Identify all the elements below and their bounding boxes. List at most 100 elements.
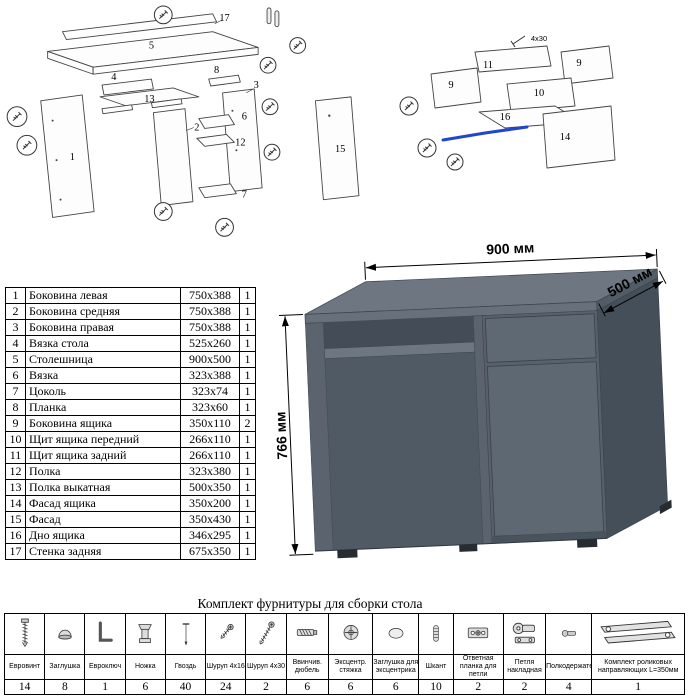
evroklyuch-icon xyxy=(84,613,126,655)
excentrik-icon xyxy=(327,613,374,655)
nozhka-icon xyxy=(124,613,166,655)
parts-cell-size: 323x60 xyxy=(180,399,240,416)
leader-lines xyxy=(185,19,254,131)
parts-cell-name: Планка xyxy=(25,399,181,416)
eurovint-icon xyxy=(3,613,46,655)
hardware-qty: 4 xyxy=(545,679,593,696)
parts-cell-num: 10 xyxy=(5,431,26,448)
parts-cell-size: 900x500 xyxy=(180,351,240,368)
top-rail-part xyxy=(208,74,241,87)
hardware-qty: 40 xyxy=(164,679,207,696)
parts-cell-name: Фасад xyxy=(25,511,181,528)
cabinet-door xyxy=(486,361,605,537)
parts-cell-qty: 1 xyxy=(239,495,256,512)
facade-door-part xyxy=(315,96,360,201)
part-number-label: 1 xyxy=(70,152,75,163)
parts-cell-qty: 1 xyxy=(239,431,256,448)
hardware-name: Шуруп 4x30 xyxy=(245,653,287,681)
height-dimension: 766 мм xyxy=(272,313,314,556)
drawer-back-part xyxy=(474,45,552,73)
height-dimension-label: 766 мм xyxy=(272,411,290,460)
parts-cell-qty: 1 xyxy=(239,319,256,336)
petlya-icon xyxy=(502,613,547,655)
part-number-label: 15 xyxy=(335,144,345,155)
parts-cell-num: 6 xyxy=(5,367,26,384)
parts-cell-qty: 1 xyxy=(239,479,256,496)
parts-cell-name: Столешница xyxy=(25,351,181,368)
drawer-facade-part xyxy=(542,105,616,169)
hardware-qty: 14 xyxy=(3,679,46,696)
hardware-qty: 2 xyxy=(245,679,287,696)
parts-cell-name: Дно ящика xyxy=(25,527,181,544)
parts-cell-num: 14 xyxy=(5,495,26,512)
desk-leg xyxy=(459,544,478,552)
parts-cell-qty: 2 xyxy=(239,415,256,432)
hardware-qty: 2 xyxy=(502,679,547,696)
parts-cell-size: 500x350 xyxy=(180,479,240,496)
parts-cell-name: Боковина левая xyxy=(25,287,181,304)
parts-cell-size: 323x388 xyxy=(180,367,240,384)
parts-cell-name: Вязка стола xyxy=(25,335,181,352)
part-number-label: 9 xyxy=(448,80,453,91)
dowel-pins-detail xyxy=(266,7,280,28)
shurup430-icon xyxy=(245,613,287,655)
zaglushka-icon xyxy=(44,613,86,655)
parts-cell-num: 16 xyxy=(5,527,26,544)
part-number-label: 4 xyxy=(111,72,117,83)
hardware-qty: 8 xyxy=(44,679,86,696)
parts-cell-name: Боковина правая xyxy=(25,319,181,336)
keyboard-shelf-part xyxy=(99,87,200,115)
parts-cell-qty: 1 xyxy=(239,287,256,304)
naprav-icon xyxy=(591,613,685,655)
hardware-qty: 6 xyxy=(124,679,166,696)
parts-cell-num: 11 xyxy=(5,447,26,464)
hardware-qty: 6 xyxy=(327,679,374,696)
hardware-name: Ответная планка для петли xyxy=(452,653,504,681)
hardware-name: Комплект роликовых направляющих L=350мм xyxy=(591,653,685,681)
part-number-label: 5 xyxy=(149,40,154,51)
part-number-label: 7 xyxy=(242,190,247,201)
parts-cell-size: 266x110 xyxy=(180,447,240,464)
desk-body xyxy=(304,268,672,559)
parts-cell-size: 350x430 xyxy=(180,511,240,528)
hardware-name: Гвоздь xyxy=(164,653,207,681)
parts-cell-name: Вязка xyxy=(25,367,181,384)
parts-cell-size: 525x260 xyxy=(180,335,240,352)
plinth-part xyxy=(198,183,237,199)
parts-cell-num: 17 xyxy=(5,543,26,560)
dyubel-icon xyxy=(285,613,329,655)
parts-cell-num: 9 xyxy=(5,415,26,432)
screw-detail-callouts xyxy=(6,5,307,237)
parts-cell-num: 1 xyxy=(5,287,26,304)
parts-cell-qty: 1 xyxy=(239,447,256,464)
hardware-name: Заглушка для эксцентрика xyxy=(372,653,420,681)
hardware-kit-title: Комплект фурнитуры для сборки стола xyxy=(197,596,423,611)
middle-side-part xyxy=(152,108,194,207)
zagl_exc-icon xyxy=(372,613,420,655)
parts-cell-qty: 1 xyxy=(239,367,256,384)
assembled-desk-view: 900 мм 500 мм 766 мм xyxy=(272,239,672,559)
hardware-name: Петля накладная xyxy=(502,653,547,681)
width-dimension: 900 мм xyxy=(364,239,658,280)
tie-part xyxy=(198,114,235,129)
parts-cell-qty: 1 xyxy=(239,527,256,544)
parts-cell-qty: 1 xyxy=(239,335,256,352)
parts-cell-num: 3 xyxy=(5,319,26,336)
hardware-qty: 1 xyxy=(84,679,126,696)
